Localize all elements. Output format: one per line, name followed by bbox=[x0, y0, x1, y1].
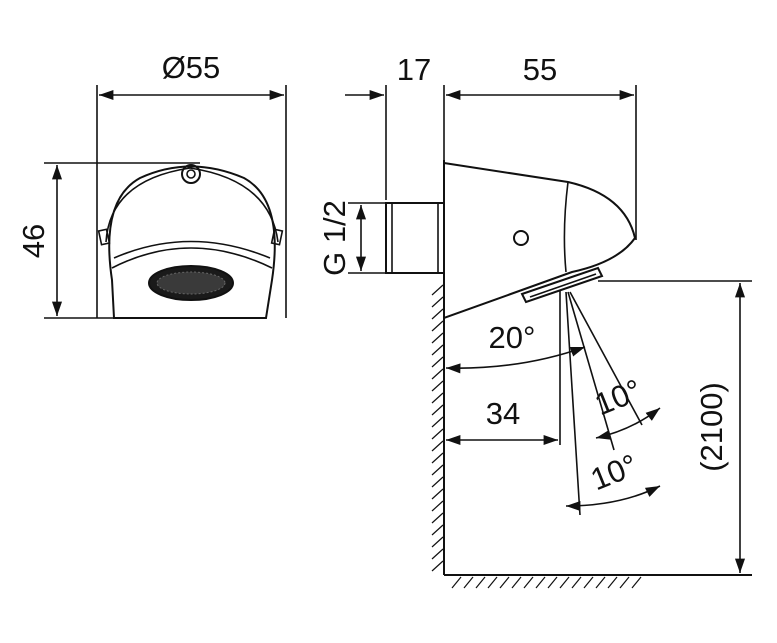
wall-hatching bbox=[431, 284, 444, 572]
hatch-line bbox=[523, 576, 534, 589]
hatch-line bbox=[431, 536, 444, 548]
mount-height-label: (2100) bbox=[694, 382, 729, 472]
hatch-line bbox=[475, 576, 486, 589]
hatch-line bbox=[583, 576, 594, 589]
hatch-line bbox=[499, 576, 510, 589]
shower-head-side bbox=[443, 161, 637, 320]
hatch-line bbox=[571, 576, 582, 589]
screw-icon bbox=[181, 164, 201, 184]
hatch-line bbox=[431, 308, 444, 320]
hatch-line bbox=[451, 576, 462, 589]
outlet-offset-label: 34 bbox=[486, 396, 520, 431]
shower-head-front bbox=[97, 164, 284, 319]
hatch-line bbox=[463, 576, 474, 589]
hatch-line bbox=[511, 576, 522, 589]
hatch-line bbox=[607, 576, 618, 589]
hatch-line bbox=[431, 344, 444, 356]
thread-label: G 1/2 bbox=[317, 200, 352, 276]
side-screw-icon bbox=[513, 230, 529, 246]
hatch-line bbox=[431, 320, 444, 332]
hatch-line bbox=[431, 332, 444, 344]
thread-fitting bbox=[385, 202, 445, 274]
hatch-line bbox=[431, 548, 444, 560]
hatch-line bbox=[431, 440, 444, 452]
hatch-line bbox=[595, 576, 606, 589]
hatch-line bbox=[431, 524, 444, 536]
hatch-line bbox=[431, 560, 444, 572]
floor-hatching bbox=[451, 576, 642, 589]
front-height-label: 46 bbox=[16, 224, 51, 258]
hatch-line bbox=[619, 576, 630, 589]
body-length-label: 55 bbox=[523, 52, 557, 87]
front-view: Ø55 46 bbox=[16, 50, 287, 319]
hatch-line bbox=[431, 488, 444, 500]
hatch-line bbox=[631, 576, 642, 589]
hatch-line bbox=[431, 404, 444, 416]
hatch-line bbox=[431, 416, 444, 428]
hatch-line bbox=[431, 512, 444, 524]
hatch-line bbox=[431, 380, 444, 392]
hatch-line bbox=[431, 428, 444, 440]
hatch-line bbox=[431, 464, 444, 476]
hatch-line bbox=[431, 392, 444, 404]
hatch-line bbox=[431, 368, 444, 380]
side-view: 17 55 G 1/2 20° 34 bbox=[317, 52, 752, 589]
hatch-line bbox=[535, 576, 546, 589]
hatch-line bbox=[431, 476, 444, 488]
hatch-line bbox=[431, 500, 444, 512]
spray-angle-a-label: 10° bbox=[590, 372, 647, 422]
hatch-line bbox=[559, 576, 570, 589]
hatch-line bbox=[431, 452, 444, 464]
hatch-line bbox=[487, 576, 498, 589]
hatch-line bbox=[431, 284, 444, 296]
hatch-line bbox=[547, 576, 558, 589]
spray-angle-b-label: 10° bbox=[586, 447, 643, 497]
wall-offset-label: 17 bbox=[397, 52, 431, 87]
front-diameter-label: Ø55 bbox=[162, 50, 221, 85]
hatch-line bbox=[431, 356, 444, 368]
tilt-angle-label: 20° bbox=[489, 320, 536, 355]
hatch-line bbox=[431, 296, 444, 308]
